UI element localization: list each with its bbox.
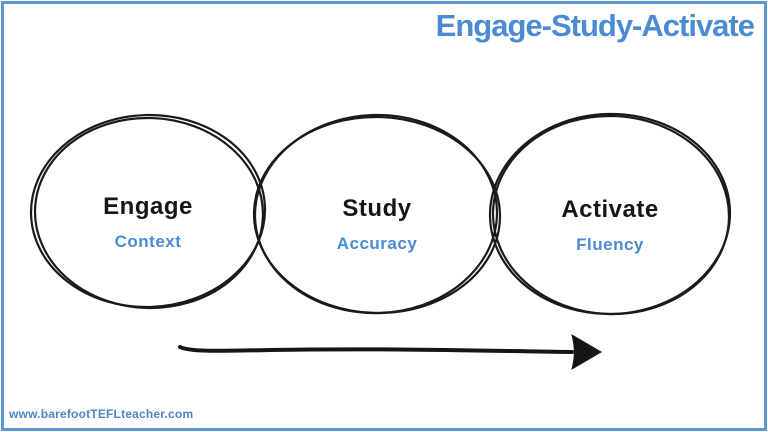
process-arrow-icon	[178, 333, 602, 371]
watermark-url: www.barefootTEFLteacher.com	[9, 407, 194, 421]
stage-sub-context: Context	[114, 232, 182, 251]
engage-circle	[29, 113, 267, 310]
page-title: Engage-Study-Activate	[435, 8, 755, 43]
stage-activate: Activate Fluency	[500, 197, 720, 255]
activate-circle	[488, 112, 732, 316]
stage-name-engage: Engage	[103, 193, 193, 220]
stage-study: Study Accuracy	[267, 196, 487, 254]
stage-sub-fluency: Fluency	[576, 235, 644, 254]
stage-sub-accuracy: Accuracy	[336, 234, 418, 253]
study-circle	[252, 113, 502, 315]
stage-engage: Engage Context	[38, 194, 258, 252]
stage-name-study: Study	[342, 195, 412, 222]
stage-name-activate: Activate	[561, 196, 659, 223]
